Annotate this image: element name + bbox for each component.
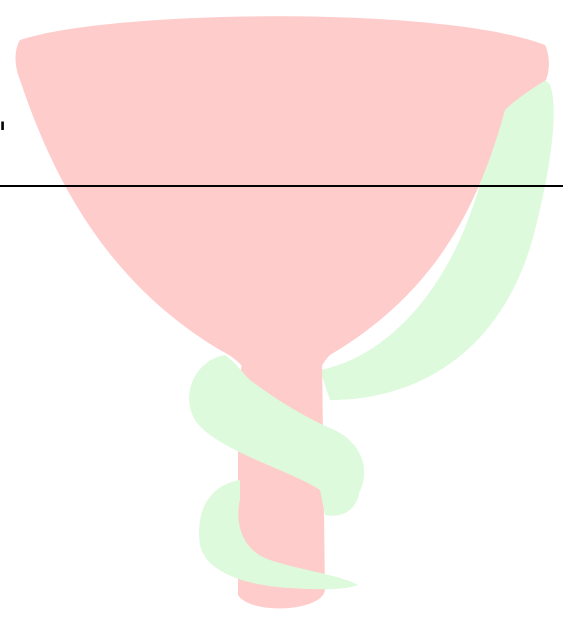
edge-label: ı: [0, 118, 5, 133]
